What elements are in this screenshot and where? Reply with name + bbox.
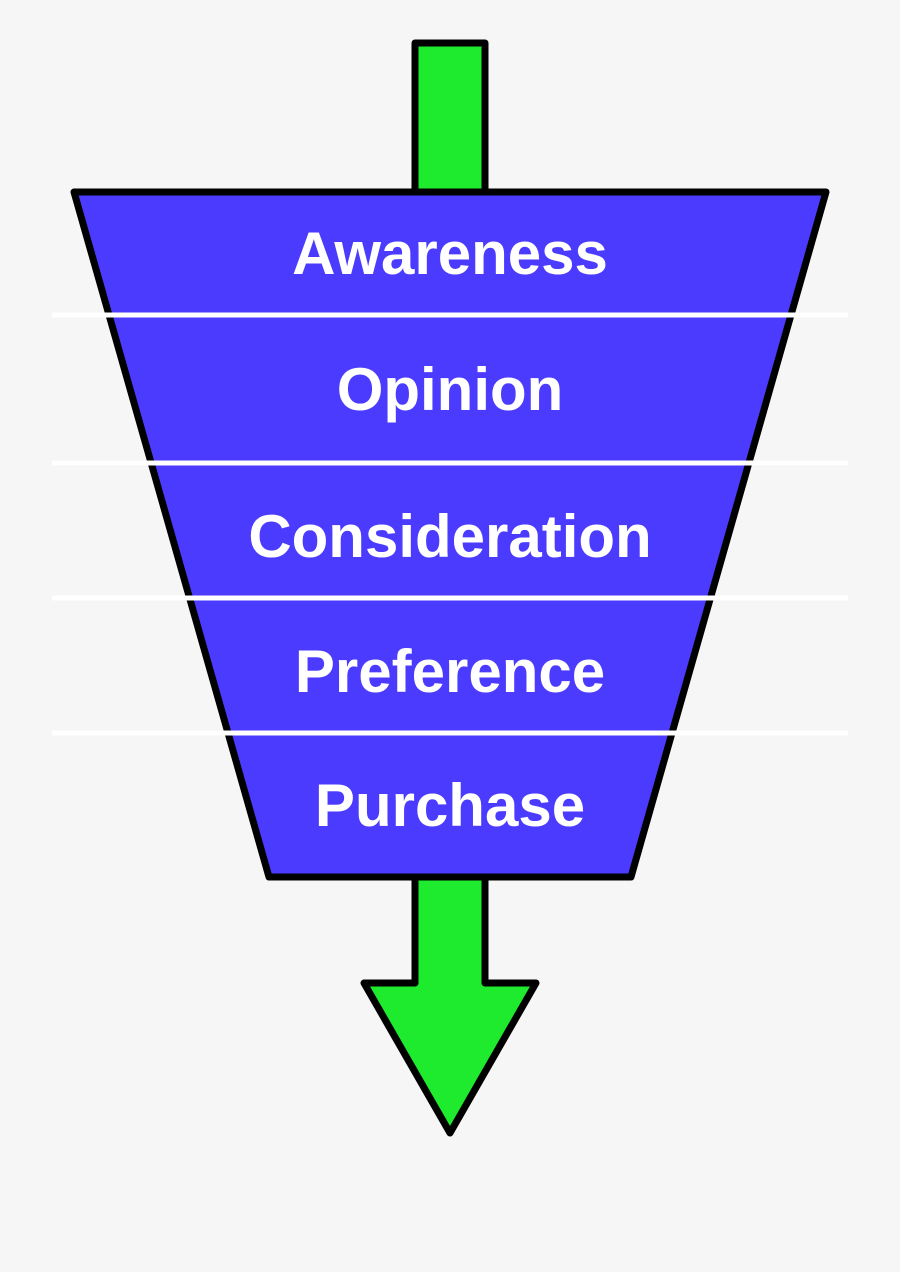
stage-label-opinion: Opinion <box>337 356 564 423</box>
arrow-down-icon <box>360 866 540 1137</box>
arrow-shaft-top <box>411 39 489 207</box>
stage-label-purchase: Purchase <box>315 772 585 839</box>
stage-label-awareness: Awareness <box>292 220 608 287</box>
stage-label-consideration: Consideration <box>248 503 651 570</box>
funnel-body <box>70 188 830 881</box>
stage-label-preference: Preference <box>295 638 605 705</box>
